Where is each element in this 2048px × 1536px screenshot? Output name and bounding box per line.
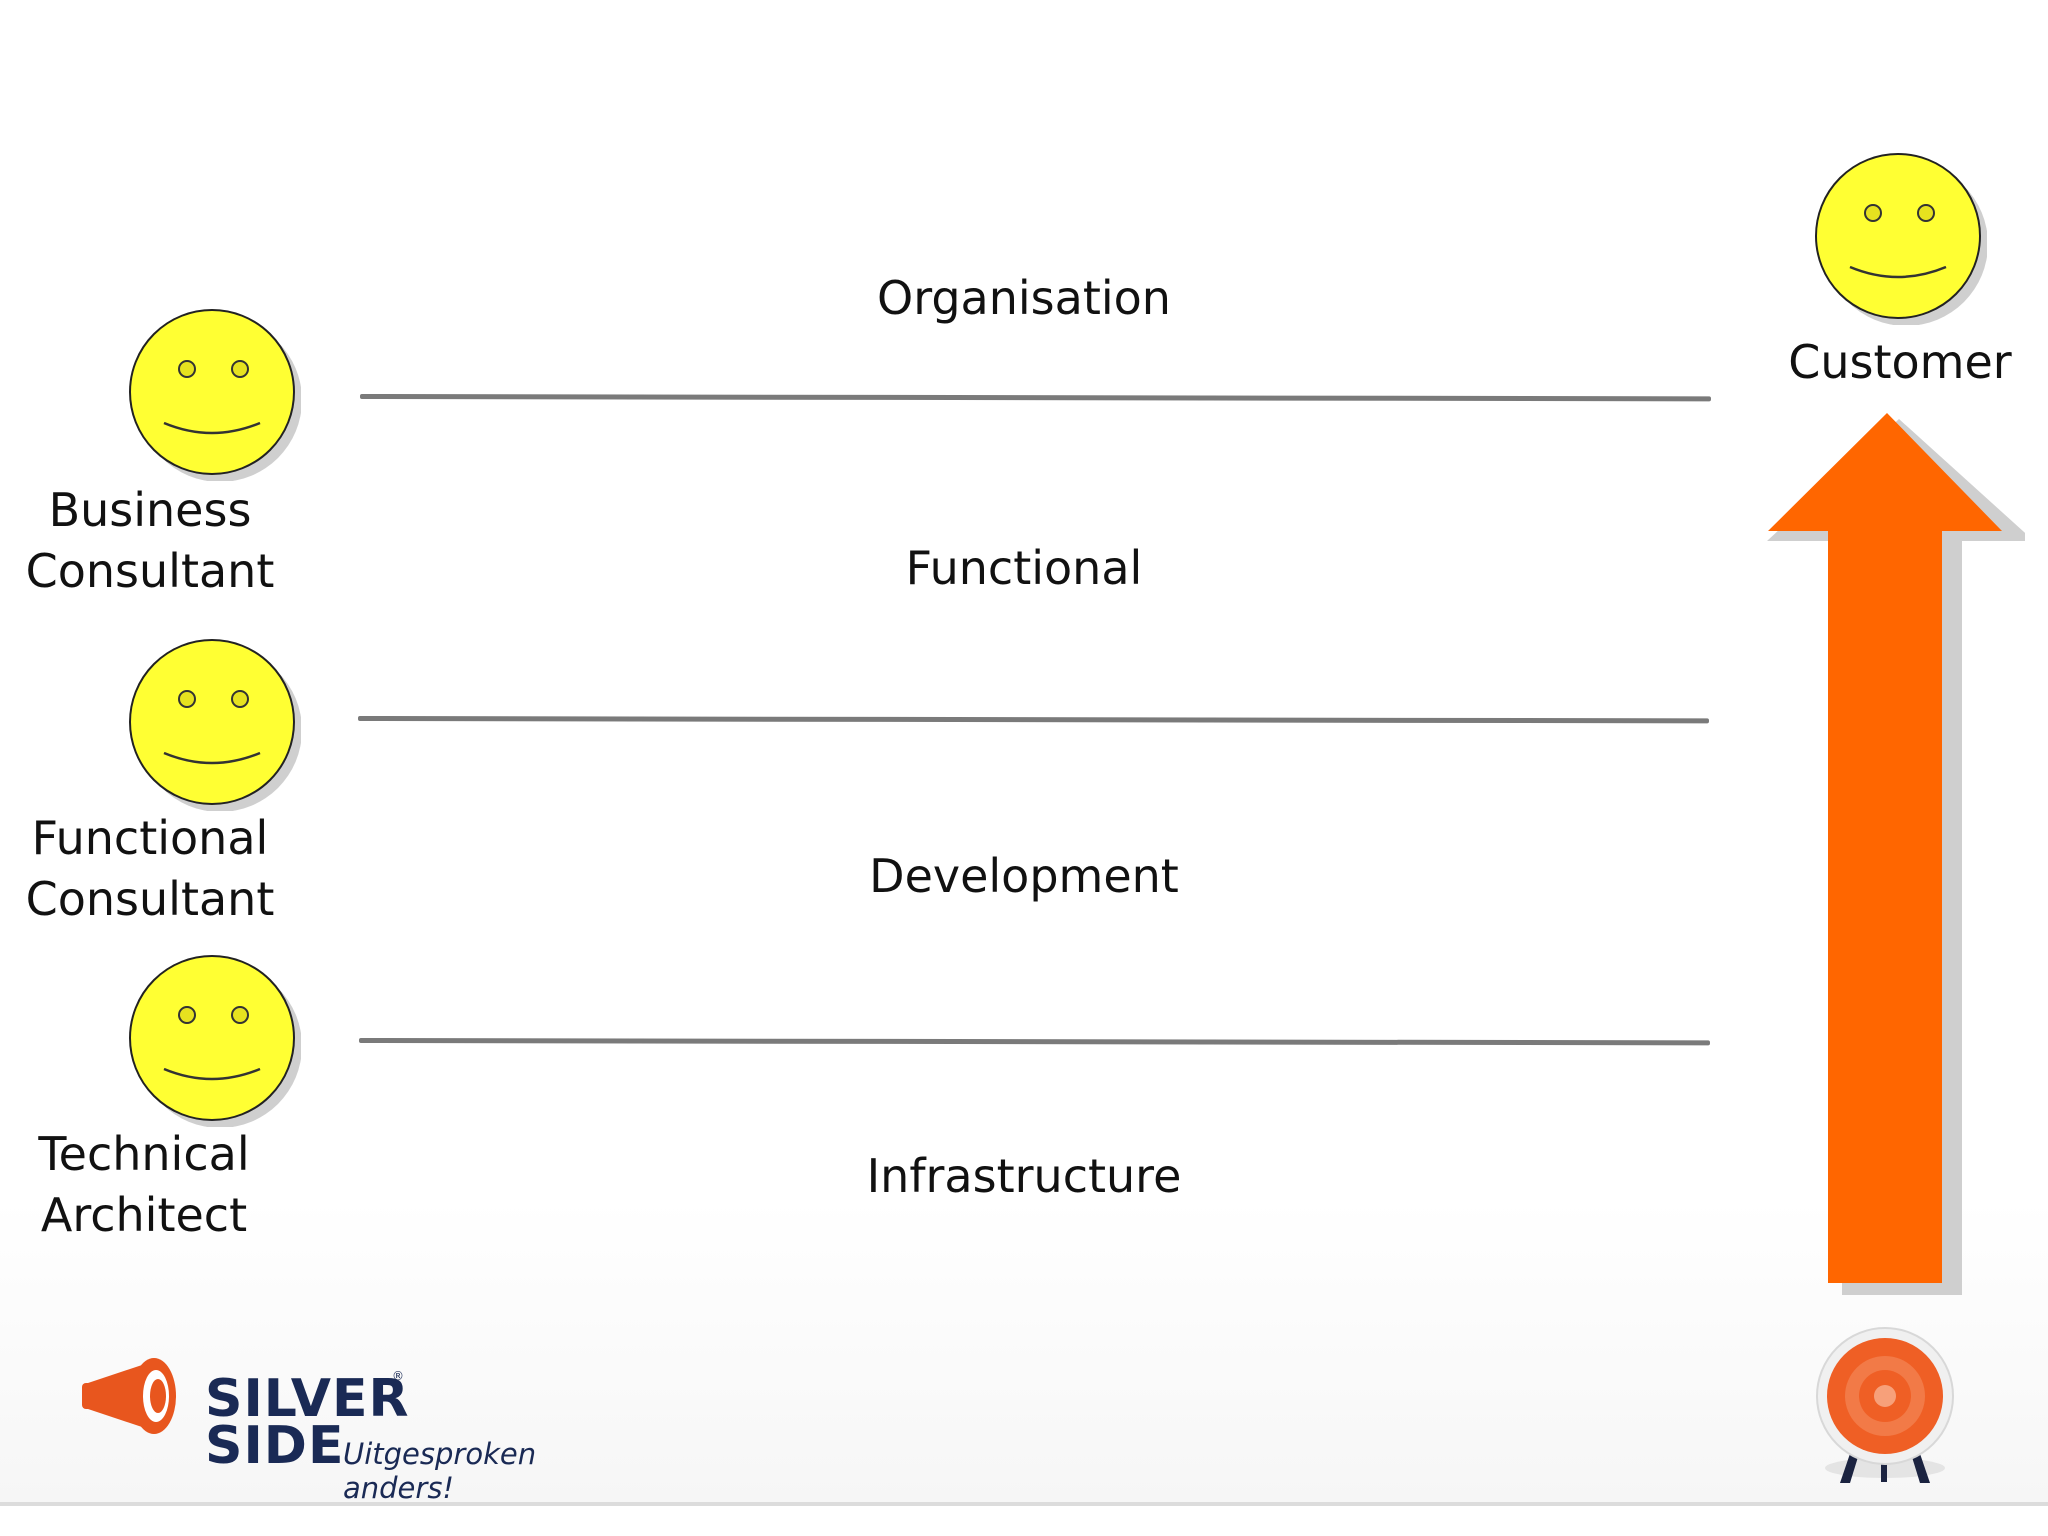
role-label-technical-architect: Technical Architect bbox=[38, 1127, 250, 1242]
layer-label-organisation: Organisation bbox=[877, 271, 1171, 325]
bottom-margin bbox=[0, 1506, 2048, 1536]
role-label-functional-consultant: Functional Consultant bbox=[25, 811, 275, 926]
upward-arrow-icon bbox=[1760, 405, 2025, 1295]
layer-label-development: Development bbox=[869, 849, 1179, 903]
functional-consultant-smiley-icon bbox=[126, 636, 301, 811]
logo-tagline: Uitgesproken anders! bbox=[343, 1437, 537, 1505]
role-label-business-consultant: Business Consultant bbox=[25, 483, 275, 598]
customer-smiley-icon bbox=[1812, 150, 1987, 325]
business-consultant-smiley-icon bbox=[126, 306, 301, 481]
silverside-logo: SILVER ® SIDE Uitgesproken anders! bbox=[80, 1345, 640, 1505]
layer-label-functional: Functional bbox=[905, 541, 1143, 595]
customer-label: Customer bbox=[1788, 335, 2012, 389]
layer-separator-line-2 bbox=[357, 716, 1710, 724]
technical-architect-smiley-icon bbox=[126, 952, 301, 1127]
footer-band bbox=[0, 1200, 2048, 1508]
logo-word-side: SIDE bbox=[205, 1416, 345, 1476]
layer-separator-line-1 bbox=[359, 394, 1712, 402]
layer-label-infrastructure: Infrastructure bbox=[866, 1149, 1182, 1203]
bottom-divider bbox=[0, 1502, 2048, 1506]
target-icon bbox=[1800, 1318, 1970, 1488]
layer-separator-line-3 bbox=[358, 1038, 1711, 1046]
megaphone-icon bbox=[82, 1358, 176, 1434]
logo-word-silver: SILVER bbox=[205, 1369, 410, 1429]
logo-registered-mark: ® bbox=[392, 1369, 404, 1383]
